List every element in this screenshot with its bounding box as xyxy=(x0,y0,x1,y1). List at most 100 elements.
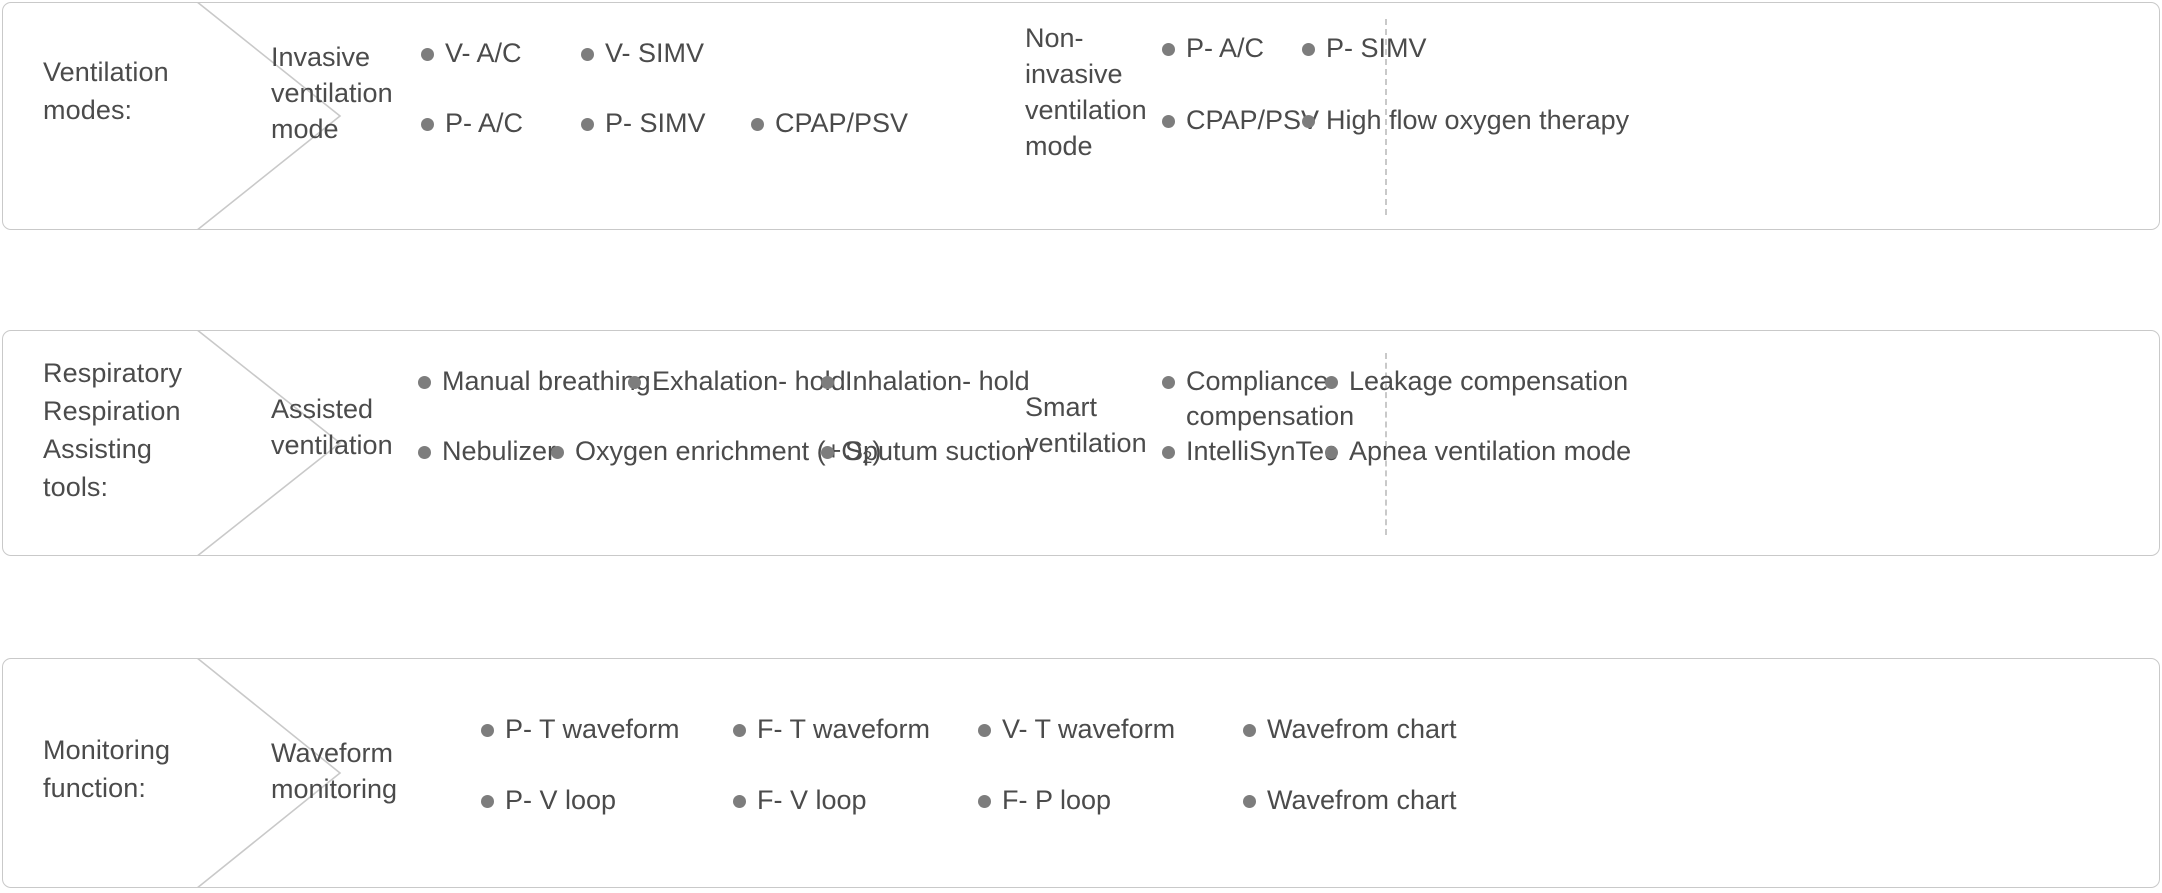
bullet-icon xyxy=(978,724,991,737)
list-item[interactable]: P- A/C xyxy=(421,106,523,141)
group-label-line: mode xyxy=(271,114,339,144)
bullet-icon xyxy=(581,118,594,131)
category-label-line: tools: xyxy=(43,472,109,502)
bullet-icon xyxy=(421,48,434,61)
list-item-label: Oxygen enrichment (+O2) xyxy=(575,436,882,468)
group-divider xyxy=(1385,19,1387,215)
list-item[interactable]: F- P loop xyxy=(978,783,1111,818)
list-item[interactable]: Nebulizer xyxy=(418,434,556,469)
bullet-icon xyxy=(1162,115,1175,128)
list-item[interactable]: P- A/C xyxy=(1162,31,1264,66)
bullet-icon xyxy=(978,795,991,808)
list-item[interactable]: Exhalation- hold xyxy=(628,364,846,399)
bullet-icon xyxy=(481,795,494,808)
list-item-label: P- V loop xyxy=(505,785,617,815)
list-item[interactable]: Compliance compensation xyxy=(1162,364,1354,434)
bullet-icon xyxy=(733,724,746,737)
list-item[interactable]: P- V loop xyxy=(481,783,616,818)
list-item[interactable]: F- V loop xyxy=(733,783,867,818)
group-label-line: invasive xyxy=(1025,59,1123,89)
list-item[interactable]: Wavefrom chart xyxy=(1243,712,1457,747)
list-item-label: CPAP/PSV xyxy=(1186,105,1320,135)
category-label-line: function: xyxy=(43,773,146,803)
list-item[interactable]: CPAP/PSV xyxy=(751,106,908,141)
bullet-icon xyxy=(1162,446,1175,459)
list-item-label: Inhalation- hold xyxy=(845,366,1030,396)
bullet-icon xyxy=(733,795,746,808)
list-item[interactable]: V- T waveform xyxy=(978,712,1175,747)
list-item[interactable]: Oxygen enrichment (+O2) xyxy=(551,434,881,475)
category-label-line: Respiratory xyxy=(43,358,183,388)
bullet-icon xyxy=(418,376,431,389)
list-item[interactable]: High flow oxygen therapy xyxy=(1302,103,1629,138)
list-item[interactable]: V- SIMV xyxy=(581,36,704,71)
list-item[interactable]: Sputum suction xyxy=(821,434,1031,469)
list-item-label: Apnea ventilation mode xyxy=(1349,436,1632,466)
category-label-monitoring-function: Monitoring function: xyxy=(43,731,193,807)
list-item-label: F- V loop xyxy=(757,785,867,815)
list-item[interactable]: Inhalation- hold xyxy=(821,364,1030,399)
group-label-line: Non- xyxy=(1025,23,1084,53)
list-item-label: P- A/C xyxy=(1186,33,1265,63)
list-item[interactable]: V- A/C xyxy=(421,36,522,71)
bullet-icon xyxy=(1162,376,1175,389)
bullet-icon xyxy=(1243,795,1256,808)
group-label-line: monitoring xyxy=(271,774,398,804)
group-label-smart-ventilation: Smart ventilation xyxy=(1025,389,1155,461)
list-item[interactable]: P- T waveform xyxy=(481,712,680,747)
bullet-icon xyxy=(1162,43,1175,56)
bullet-icon xyxy=(421,118,434,131)
bullet-icon xyxy=(481,724,494,737)
list-item-label: CPAP/PSV xyxy=(775,108,909,138)
group-label-line: Waveform xyxy=(271,738,394,768)
list-item-label: Leakage compensation xyxy=(1349,366,1629,396)
list-item[interactable]: Manual breathing xyxy=(418,364,651,399)
group-label-line: mode xyxy=(1025,131,1093,161)
respiratory-assisting-tools-card: Respiratory Respiration Assisting tools:… xyxy=(2,330,2160,556)
group-label-line: Invasive xyxy=(271,42,371,72)
list-item[interactable]: P- SIMV xyxy=(1302,31,1427,66)
list-item[interactable]: Leakage compensation xyxy=(1325,364,1628,399)
group-label-line: ventilation xyxy=(271,430,393,460)
bullet-icon xyxy=(821,446,834,459)
list-item[interactable]: P- SIMV xyxy=(581,106,706,141)
list-item[interactable]: F- T waveform xyxy=(733,712,930,747)
monitoring-function-card: Monitoring function: Waveform monitoring… xyxy=(2,658,2160,888)
list-item-label: Exhalation- hold xyxy=(652,366,846,396)
bullet-icon xyxy=(1325,446,1338,459)
bullet-icon xyxy=(821,376,834,389)
group-label-waveform-monitoring: Waveform monitoring xyxy=(271,735,411,807)
bullet-icon xyxy=(551,446,564,459)
bullet-icon xyxy=(581,48,594,61)
list-item[interactable]: IntelliSynTec xyxy=(1162,434,1338,469)
category-label-line: Respiration xyxy=(43,396,181,426)
list-item-label: V- A/C xyxy=(445,38,522,68)
category-label-line: Monitoring xyxy=(43,735,171,765)
list-item[interactable]: Apnea ventilation mode xyxy=(1325,434,1631,469)
bullet-icon xyxy=(1302,43,1315,56)
list-item-label: P- T waveform xyxy=(505,714,680,744)
list-item-label: Compliance compensation xyxy=(1186,366,1355,431)
list-item-label: Wavefrom chart xyxy=(1267,714,1457,744)
list-item[interactable]: CPAP/PSV xyxy=(1162,103,1319,138)
list-item-label: Nebulizer xyxy=(442,436,557,466)
list-item-label: P- SIMV xyxy=(1326,33,1427,63)
bullet-icon xyxy=(751,118,764,131)
category-label-line: modes: xyxy=(43,95,133,125)
category-label-ventilation-modes: Ventilation modes: xyxy=(43,53,193,129)
ventilation-modes-card: Ventilation modes: Invasive ventilation … xyxy=(2,2,2160,230)
list-item-label: IntelliSynTec xyxy=(1186,436,1338,466)
list-item-label: Wavefrom chart xyxy=(1267,785,1457,815)
bullet-icon xyxy=(1243,724,1256,737)
category-label-respiratory-assisting-tools: Respiratory Respiration Assisting tools: xyxy=(43,354,193,506)
list-item-label: Sputum suction xyxy=(845,436,1032,466)
list-item-label: V- SIMV xyxy=(605,38,705,68)
list-item-label: F- T waveform xyxy=(757,714,931,744)
list-item[interactable]: Wavefrom chart xyxy=(1243,783,1457,818)
list-item-label: Manual breathing xyxy=(442,366,651,396)
group-label-line: ventilation xyxy=(1025,95,1147,125)
group-label-non-invasive-ventilation-mode: Non- invasive ventilation mode xyxy=(1025,20,1153,164)
list-item-label: High flow oxygen therapy xyxy=(1326,105,1630,135)
bullet-icon xyxy=(418,446,431,459)
bullet-icon xyxy=(1325,376,1338,389)
